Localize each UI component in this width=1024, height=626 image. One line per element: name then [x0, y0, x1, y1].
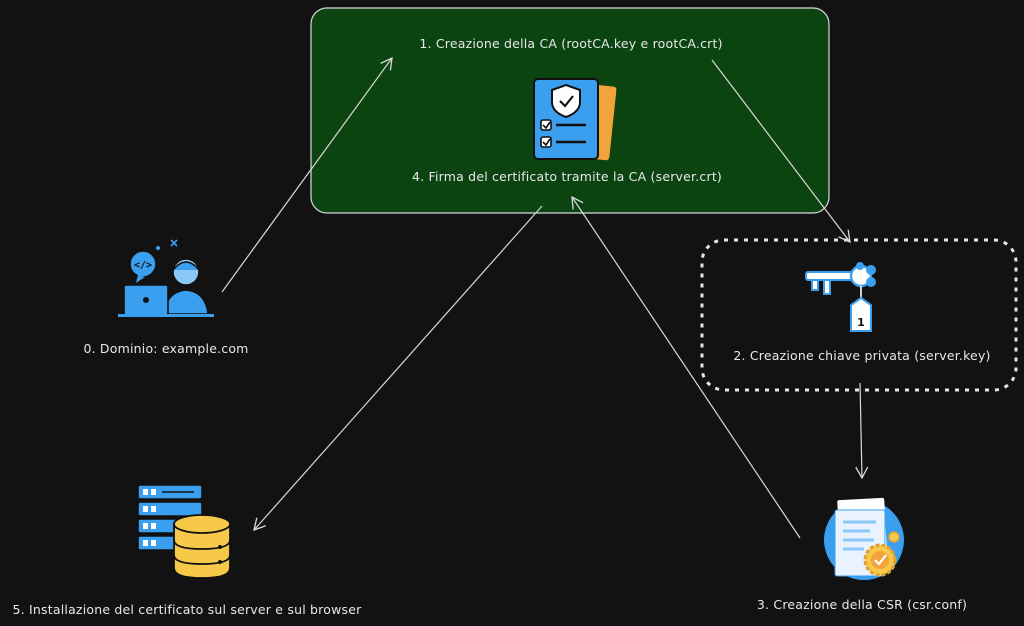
arrow-domain-to-ca: [221, 56, 393, 293]
private-key-box: [700, 238, 1018, 392]
certificate-checklist-icon: [533, 78, 617, 161]
ca-signing-label: 4. Firma del certificato tramite la CA (…: [412, 169, 722, 184]
server-database-icon: [137, 484, 231, 579]
install-label: 5. Installazione del certificato sul ser…: [12, 602, 362, 617]
arrow-private-key-to-csr: [855, 382, 869, 480]
arrow-ca-to-private-key: [711, 59, 851, 244]
developer-laptop-icon: </>: [118, 239, 214, 317]
key-tag-icon: 1: [805, 262, 876, 332]
ca-creation-label: 1. Creazione della CA (rootCA.key e root…: [419, 36, 723, 51]
svg-text:</>: </>: [134, 260, 152, 271]
csr-document-badge-icon: [824, 497, 904, 580]
arrow-ca-to-server: [253, 205, 543, 532]
private-key-label: 2. Creazione chiave privata (server.key): [733, 348, 991, 363]
arrow-csr-to-ca: [571, 195, 801, 539]
svg-text:1: 1: [857, 316, 865, 329]
csr-label: 3. Creazione della CSR (csr.conf): [756, 597, 968, 612]
domain-label: 0. Dominio: example.com: [83, 341, 249, 356]
